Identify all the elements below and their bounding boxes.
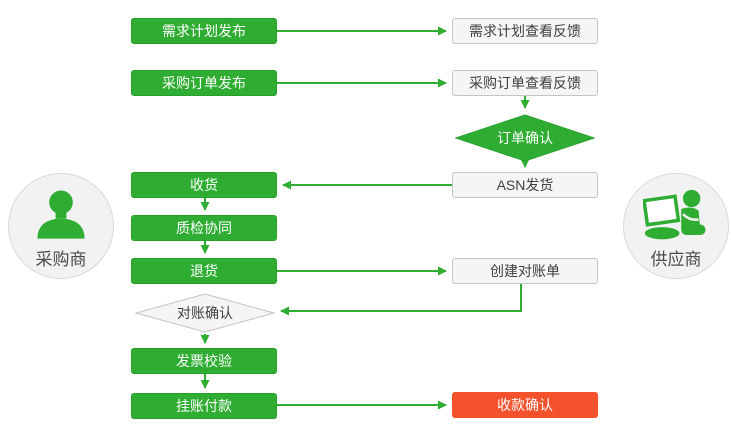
- node-label: 需求计划发布: [162, 23, 246, 39]
- node-label: 收货: [190, 177, 218, 193]
- node-label: 采购订单发布: [162, 75, 246, 91]
- node-pending-payment: 挂账付款: [131, 393, 277, 419]
- node-receive-goods: 收货: [131, 172, 277, 198]
- node-asn-ship: ASN发货: [452, 172, 598, 198]
- node-label: ASN发货: [496, 177, 554, 193]
- node-label: 采购订单查看反馈: [469, 75, 581, 91]
- actor-buyer: 采购商: [8, 173, 114, 279]
- actor-buyer-label: 采购商: [35, 250, 87, 269]
- node-label: 发票校验: [176, 353, 232, 369]
- person-laptop-icon: [643, 189, 706, 240]
- node-return-goods: 退货: [131, 258, 277, 284]
- node-label: 挂账付款: [176, 398, 232, 414]
- node-invoice-verify: 发票校验: [131, 348, 277, 374]
- node-label: 创建对账单: [490, 263, 560, 279]
- node-label: 退货: [190, 263, 218, 279]
- node-po-feedback: 采购订单查看反馈: [452, 70, 598, 96]
- diamond-shape: [135, 293, 275, 333]
- actor-supplier-label: 供应商: [650, 250, 702, 269]
- decision-order-confirm: 订单确认: [455, 114, 595, 162]
- node-label: 收款确认: [497, 397, 553, 413]
- node-create-statement: 创建对账单: [452, 258, 598, 284]
- node-po-publish: 采购订单发布: [131, 70, 277, 96]
- decision-label: 对账确认: [177, 305, 233, 321]
- decision-label: 订单确认: [497, 130, 553, 146]
- node-label: 需求计划查看反馈: [469, 23, 581, 39]
- person-icon: [37, 190, 85, 239]
- node-demand-plan-publish: 需求计划发布: [131, 18, 277, 44]
- node-receipt-confirm: 收款确认: [452, 392, 598, 418]
- connector-statement-to-confirm: [280, 284, 522, 316]
- node-quality-check: 质检协同: [131, 215, 277, 241]
- node-label: 质检协同: [176, 220, 232, 236]
- node-demand-plan-feedback: 需求计划查看反馈: [452, 18, 598, 44]
- actor-supplier: 供应商: [623, 173, 729, 279]
- decision-statement-confirm: 对账确认: [135, 293, 275, 333]
